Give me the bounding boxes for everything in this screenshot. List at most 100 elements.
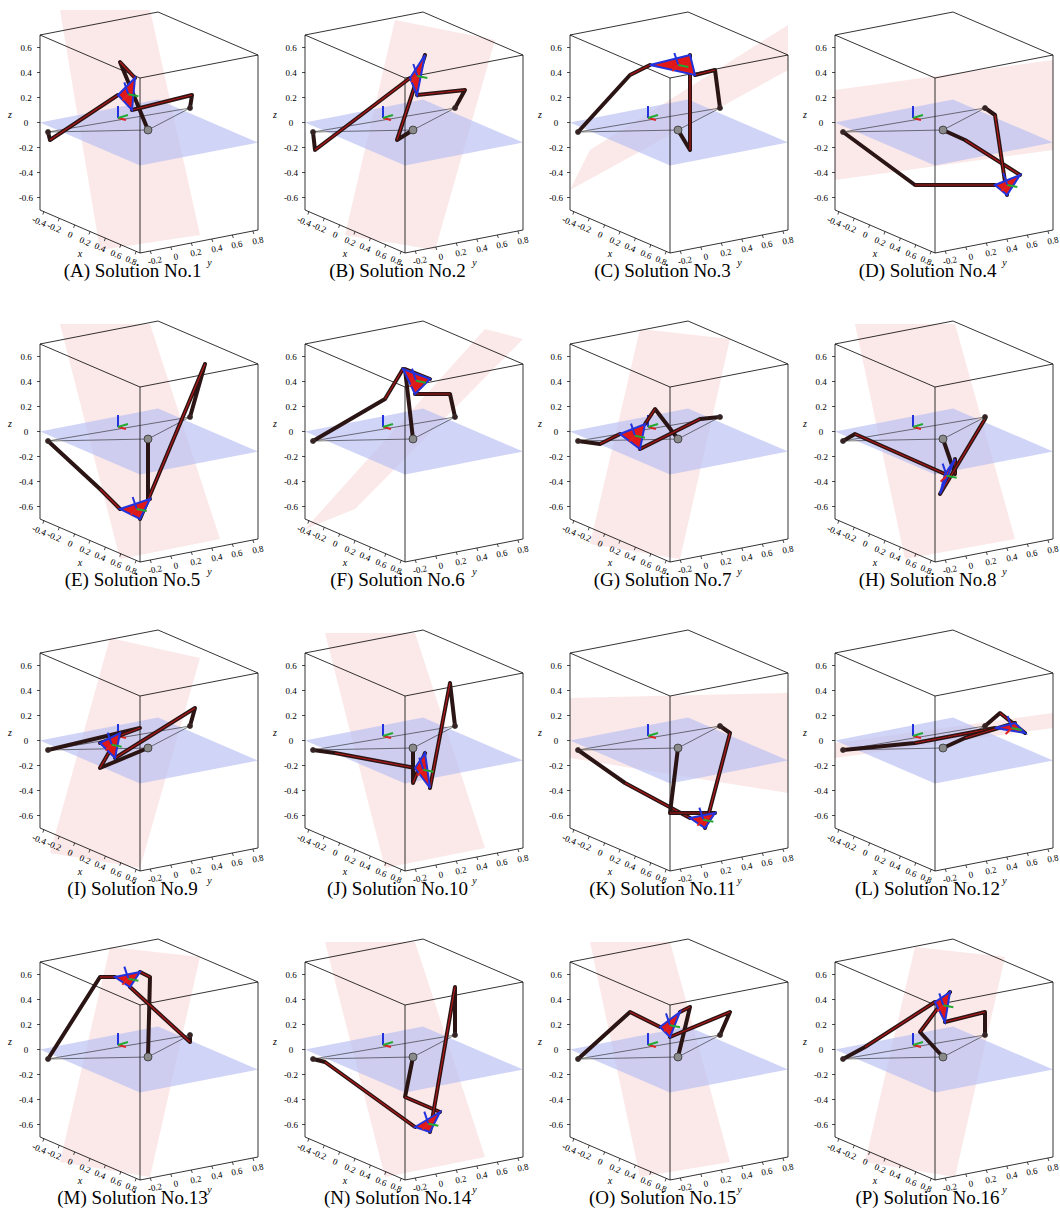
- subfigure-caption: (C) Solution No.3: [594, 261, 731, 280]
- axis-label: x: [873, 867, 877, 877]
- base-joint: [144, 126, 152, 134]
- base-joint: [188, 724, 193, 729]
- platform-frame-axis: [678, 65, 688, 67]
- base-frame-axis: [118, 424, 128, 427]
- base-joint: [453, 1033, 458, 1038]
- box-edge: [40, 210, 140, 253]
- tick-mark: [567, 431, 570, 432]
- x-tick-label: 0: [861, 230, 869, 240]
- y-tick-label: 0.4: [210, 553, 223, 564]
- y-tick-label: 0.6: [496, 549, 509, 560]
- tick-mark: [89, 850, 90, 853]
- tick-mark: [884, 1159, 885, 1162]
- z-tick-label: 0: [819, 736, 824, 745]
- box-edge: [670, 78, 671, 253]
- tick-mark: [567, 1099, 570, 1100]
- box-edge: [258, 673, 259, 848]
- x-tick-label: 0.4: [623, 551, 637, 564]
- solution-plot: [832, 630, 1053, 872]
- tick-mark: [302, 715, 305, 716]
- y-tick-label: 0.8: [1046, 1163, 1059, 1174]
- y-tick-label: 0.8: [781, 1163, 794, 1174]
- box-edge: [305, 519, 405, 562]
- base-joint: [576, 439, 581, 444]
- axis-label: y: [737, 258, 741, 268]
- base-joint: [409, 744, 417, 752]
- tick-mark: [832, 356, 835, 357]
- z-tick-label: -0.2: [814, 143, 828, 152]
- platform-frame-axis: [112, 745, 122, 747]
- x-tick-label: -0.2: [841, 839, 858, 853]
- tick-mark: [323, 836, 324, 839]
- base-frame-axis: [913, 733, 923, 736]
- z-tick-label: 0.6: [20, 43, 31, 52]
- z-tick-label: -0.6: [284, 811, 298, 820]
- tick-mark: [369, 547, 370, 550]
- tick-mark: [302, 1074, 305, 1075]
- tick-mark: [302, 147, 305, 148]
- tick-mark: [385, 1172, 386, 1175]
- tick-mark: [665, 1178, 666, 1181]
- tick-mark: [567, 97, 570, 98]
- base-frame-axis: [382, 415, 384, 427]
- tick-mark: [385, 245, 386, 248]
- subfigure-caption: (G) Solution No.7: [594, 570, 732, 589]
- axis-label: x: [78, 867, 82, 877]
- base-joint: [453, 106, 458, 111]
- tick-mark: [302, 356, 305, 357]
- tick-mark: [302, 97, 305, 98]
- tick-mark: [742, 239, 743, 242]
- box-edge: [570, 653, 670, 696]
- tick-mark: [308, 212, 309, 215]
- tick-mark: [966, 556, 967, 559]
- box-edge: [1053, 364, 1054, 539]
- tick-mark: [832, 665, 835, 666]
- tick-mark: [742, 1166, 743, 1169]
- box-edge: [523, 364, 524, 539]
- tick-mark: [680, 1178, 681, 1181]
- tick-mark: [37, 790, 40, 791]
- leg-link: [48, 977, 115, 1059]
- base-frame-axis: [647, 724, 649, 736]
- x-tick-label: 0.2: [608, 235, 622, 248]
- tick-mark: [74, 1152, 75, 1155]
- tick-mark: [832, 1099, 835, 1100]
- tick-mark: [1007, 548, 1008, 551]
- box-edge: [158, 630, 258, 673]
- axis-label: z: [273, 419, 277, 429]
- z-tick-label: 0.2: [20, 93, 31, 102]
- tick-mark: [945, 869, 946, 872]
- leg-link: [695, 70, 720, 108]
- platform-frame-axis: [108, 733, 112, 745]
- base-joint: [841, 1057, 846, 1062]
- base-joint: [939, 126, 947, 134]
- tick-mark: [415, 869, 416, 872]
- tick-mark: [986, 552, 987, 555]
- platform-frame-axis: [670, 1025, 680, 1027]
- z-tick-label: 0.6: [285, 661, 296, 670]
- y-tick-label: 0.6: [1026, 549, 1039, 560]
- solution-plot: [567, 630, 788, 872]
- x-tick-label: -0.4: [561, 524, 578, 538]
- x-tick-label: 0.6: [904, 1175, 918, 1188]
- y-tick-label: 0.8: [516, 545, 529, 556]
- z-tick-label: -0.4: [814, 168, 828, 177]
- tick-mark: [869, 225, 870, 228]
- z-tick-label: 0.2: [815, 93, 826, 102]
- tick-mark: [1048, 1158, 1049, 1161]
- tick-mark: [37, 765, 40, 766]
- leg-highlight: [630, 1012, 660, 1027]
- y-tick-label: 0.4: [475, 553, 488, 564]
- tick-mark: [915, 863, 916, 866]
- tick-mark: [37, 381, 40, 382]
- tick-mark: [762, 1162, 763, 1165]
- platform-frame-axis: [635, 436, 645, 438]
- y-tick-label: 0.2: [985, 1175, 998, 1186]
- box-edge: [570, 344, 670, 387]
- platform-frame-axis: [416, 381, 426, 383]
- constraint-plane: [305, 329, 523, 529]
- tick-mark: [832, 765, 835, 766]
- z-tick-label: 0.2: [285, 402, 296, 411]
- z-tick-label: 0: [554, 118, 559, 127]
- tick-mark: [762, 544, 763, 547]
